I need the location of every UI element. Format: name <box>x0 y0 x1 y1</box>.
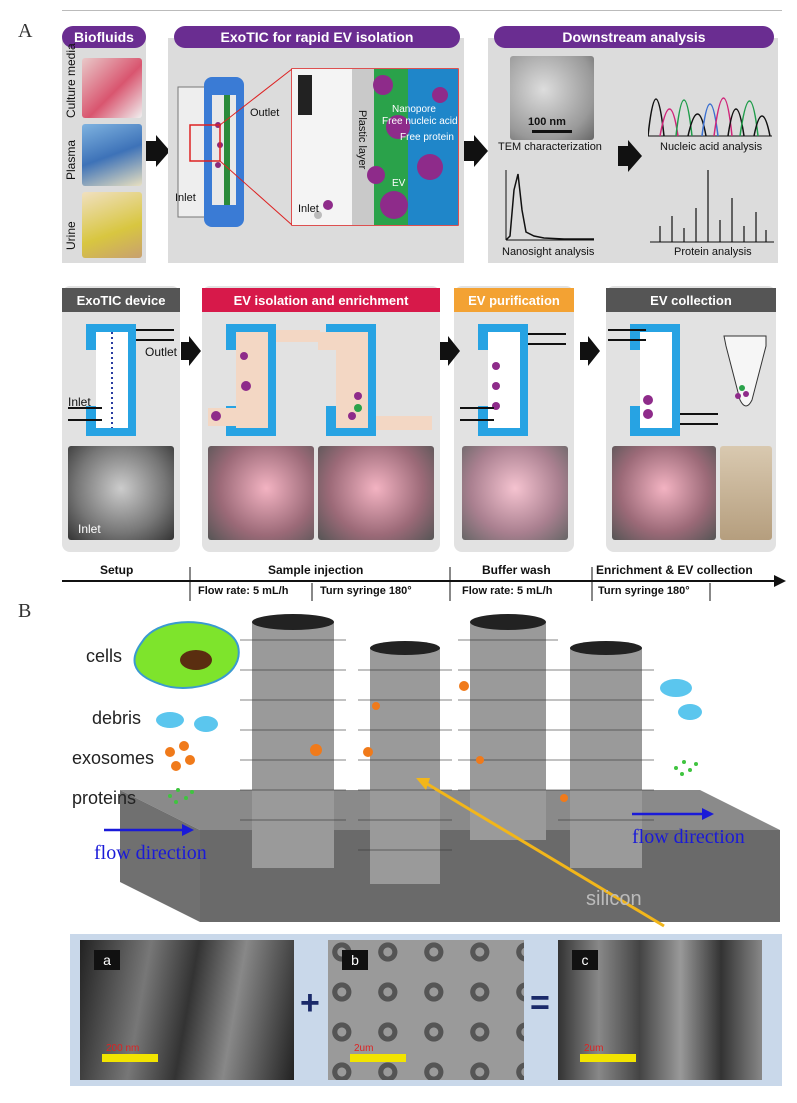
timeline-sub-3: Flow rate: 5 mL/h <box>462 585 553 597</box>
plasma-photo <box>82 124 142 186</box>
nanosight-label: Nanosight analysis <box>502 246 595 258</box>
collection-photo <box>612 446 716 540</box>
legend-debris: debris <box>92 708 142 728</box>
arrow-exotic-to-downstream <box>464 135 488 167</box>
zoom-inlet-label: Inlet <box>298 203 319 215</box>
device-outlet-label: Outlet <box>145 345 178 359</box>
timeline-sample-injection: Sample injection <box>268 563 364 577</box>
device-photo-inlet-label: Inlet <box>78 522 101 536</box>
culture-media-photo <box>82 58 142 118</box>
sem-b-scale-bar <box>350 1054 406 1062</box>
device-inlet-label: Inlet <box>68 395 91 409</box>
sem-a-tag: a <box>94 950 120 970</box>
tube-photo <box>720 446 772 540</box>
sem-b-scale-label: 2um <box>354 1043 374 1054</box>
sem-a-scale-label: 200 nm <box>106 1043 140 1054</box>
arrow-step-1 <box>181 336 201 366</box>
sem-image-c: c 2um <box>558 940 762 1080</box>
exotic-title: ExoTIC for rapid EV isolation <box>174 26 460 48</box>
sem-image-a: a 200 nm <box>80 940 294 1080</box>
sem-c-tag: c <box>572 950 598 970</box>
sem-c-scale-bar <box>580 1054 636 1062</box>
nanopore-label: Nanopore <box>392 104 436 115</box>
isolation-schematic <box>208 324 432 436</box>
sem-a-scale-bar <box>102 1054 158 1062</box>
buffer-wash-photo <box>462 446 568 540</box>
biofluids-title: Biofluids <box>62 26 146 48</box>
exotic-outlet-label: Outlet <box>250 107 280 119</box>
step-purification-title: EV purification <box>454 288 574 312</box>
collection-schematic <box>608 324 767 436</box>
legend-exosomes: exosomes <box>72 748 155 768</box>
plus-sign: + <box>300 984 320 1022</box>
exotic-inlet-label: Inlet <box>175 192 196 204</box>
step-device-title: ExoTIC device <box>62 288 180 312</box>
legend-cells: cells <box>86 646 123 666</box>
sample-injection-photo-2 <box>318 446 434 540</box>
protein-label: Protein analysis <box>674 246 752 258</box>
free-nucleic-acid-label: Free nucleic acid <box>382 116 458 127</box>
timeline-sub-2: Turn syringe 180° <box>320 585 412 597</box>
nucleic-acid-chromatogram <box>648 97 772 137</box>
urine-label: Urine <box>64 221 78 250</box>
flow-direction-right: flow direction <box>632 826 745 848</box>
flow-direction-left: flow direction <box>94 842 207 864</box>
equals-sign: = <box>530 984 550 1022</box>
tem-scale-label: 100 nm <box>528 116 566 128</box>
tem-label: TEM characterization <box>498 141 602 153</box>
step-isolation-title: EV isolation and enrichment <box>202 288 440 312</box>
plasma-label: Plasma <box>64 139 78 180</box>
panel-b-letter: B <box>18 600 32 622</box>
silicon-label: silicon <box>586 888 642 910</box>
plastic-layer-label: Plastic layer <box>356 110 368 170</box>
device-schematic <box>68 324 174 436</box>
exotic-illustration <box>177 68 459 227</box>
nanosight-plot <box>505 170 594 241</box>
ev-label: EV <box>392 178 406 189</box>
sem-c-scale-label: 2um <box>584 1043 604 1054</box>
sample-injection-photo-1 <box>208 446 314 540</box>
top-rule <box>62 10 782 11</box>
tem-scale-bar <box>532 130 572 133</box>
nucleic-acid-label: Nucleic acid analysis <box>660 141 763 153</box>
timeline-enrichment: Enrichment & EV collection <box>596 563 753 577</box>
protein-plot <box>650 170 774 243</box>
step-collection-title: EV collection <box>606 288 776 312</box>
sem-b-tag: b <box>342 950 368 970</box>
arrow-step-2 <box>440 336 460 366</box>
free-protein-label: Free protein <box>400 132 454 143</box>
panel-a-letter: A <box>18 20 33 42</box>
timeline-sub-1: Flow rate: 5 mL/h <box>198 585 289 597</box>
timeline-buffer-wash: Buffer wash <box>482 563 551 577</box>
urine-photo <box>82 192 142 258</box>
sem-image-b: b 2um <box>328 940 524 1080</box>
arrow-downstream-inner <box>618 140 642 172</box>
tem-image: 100 nm <box>510 56 594 140</box>
timeline-axis <box>62 567 786 601</box>
culture-media-label: Culture media <box>64 43 78 118</box>
timeline-sub-4: Turn syringe 180° <box>598 585 690 597</box>
downstream-title: Downstream analysis <box>494 26 774 48</box>
nanowire-pillar-illustration <box>104 614 780 928</box>
arrow-biofluids-to-exotic <box>146 135 170 167</box>
timeline-setup: Setup <box>100 563 134 577</box>
arrow-step-3 <box>580 336 600 366</box>
device-photo: Inlet <box>68 446 174 540</box>
purification-schematic <box>460 324 566 436</box>
legend-proteins: proteins <box>72 788 137 808</box>
